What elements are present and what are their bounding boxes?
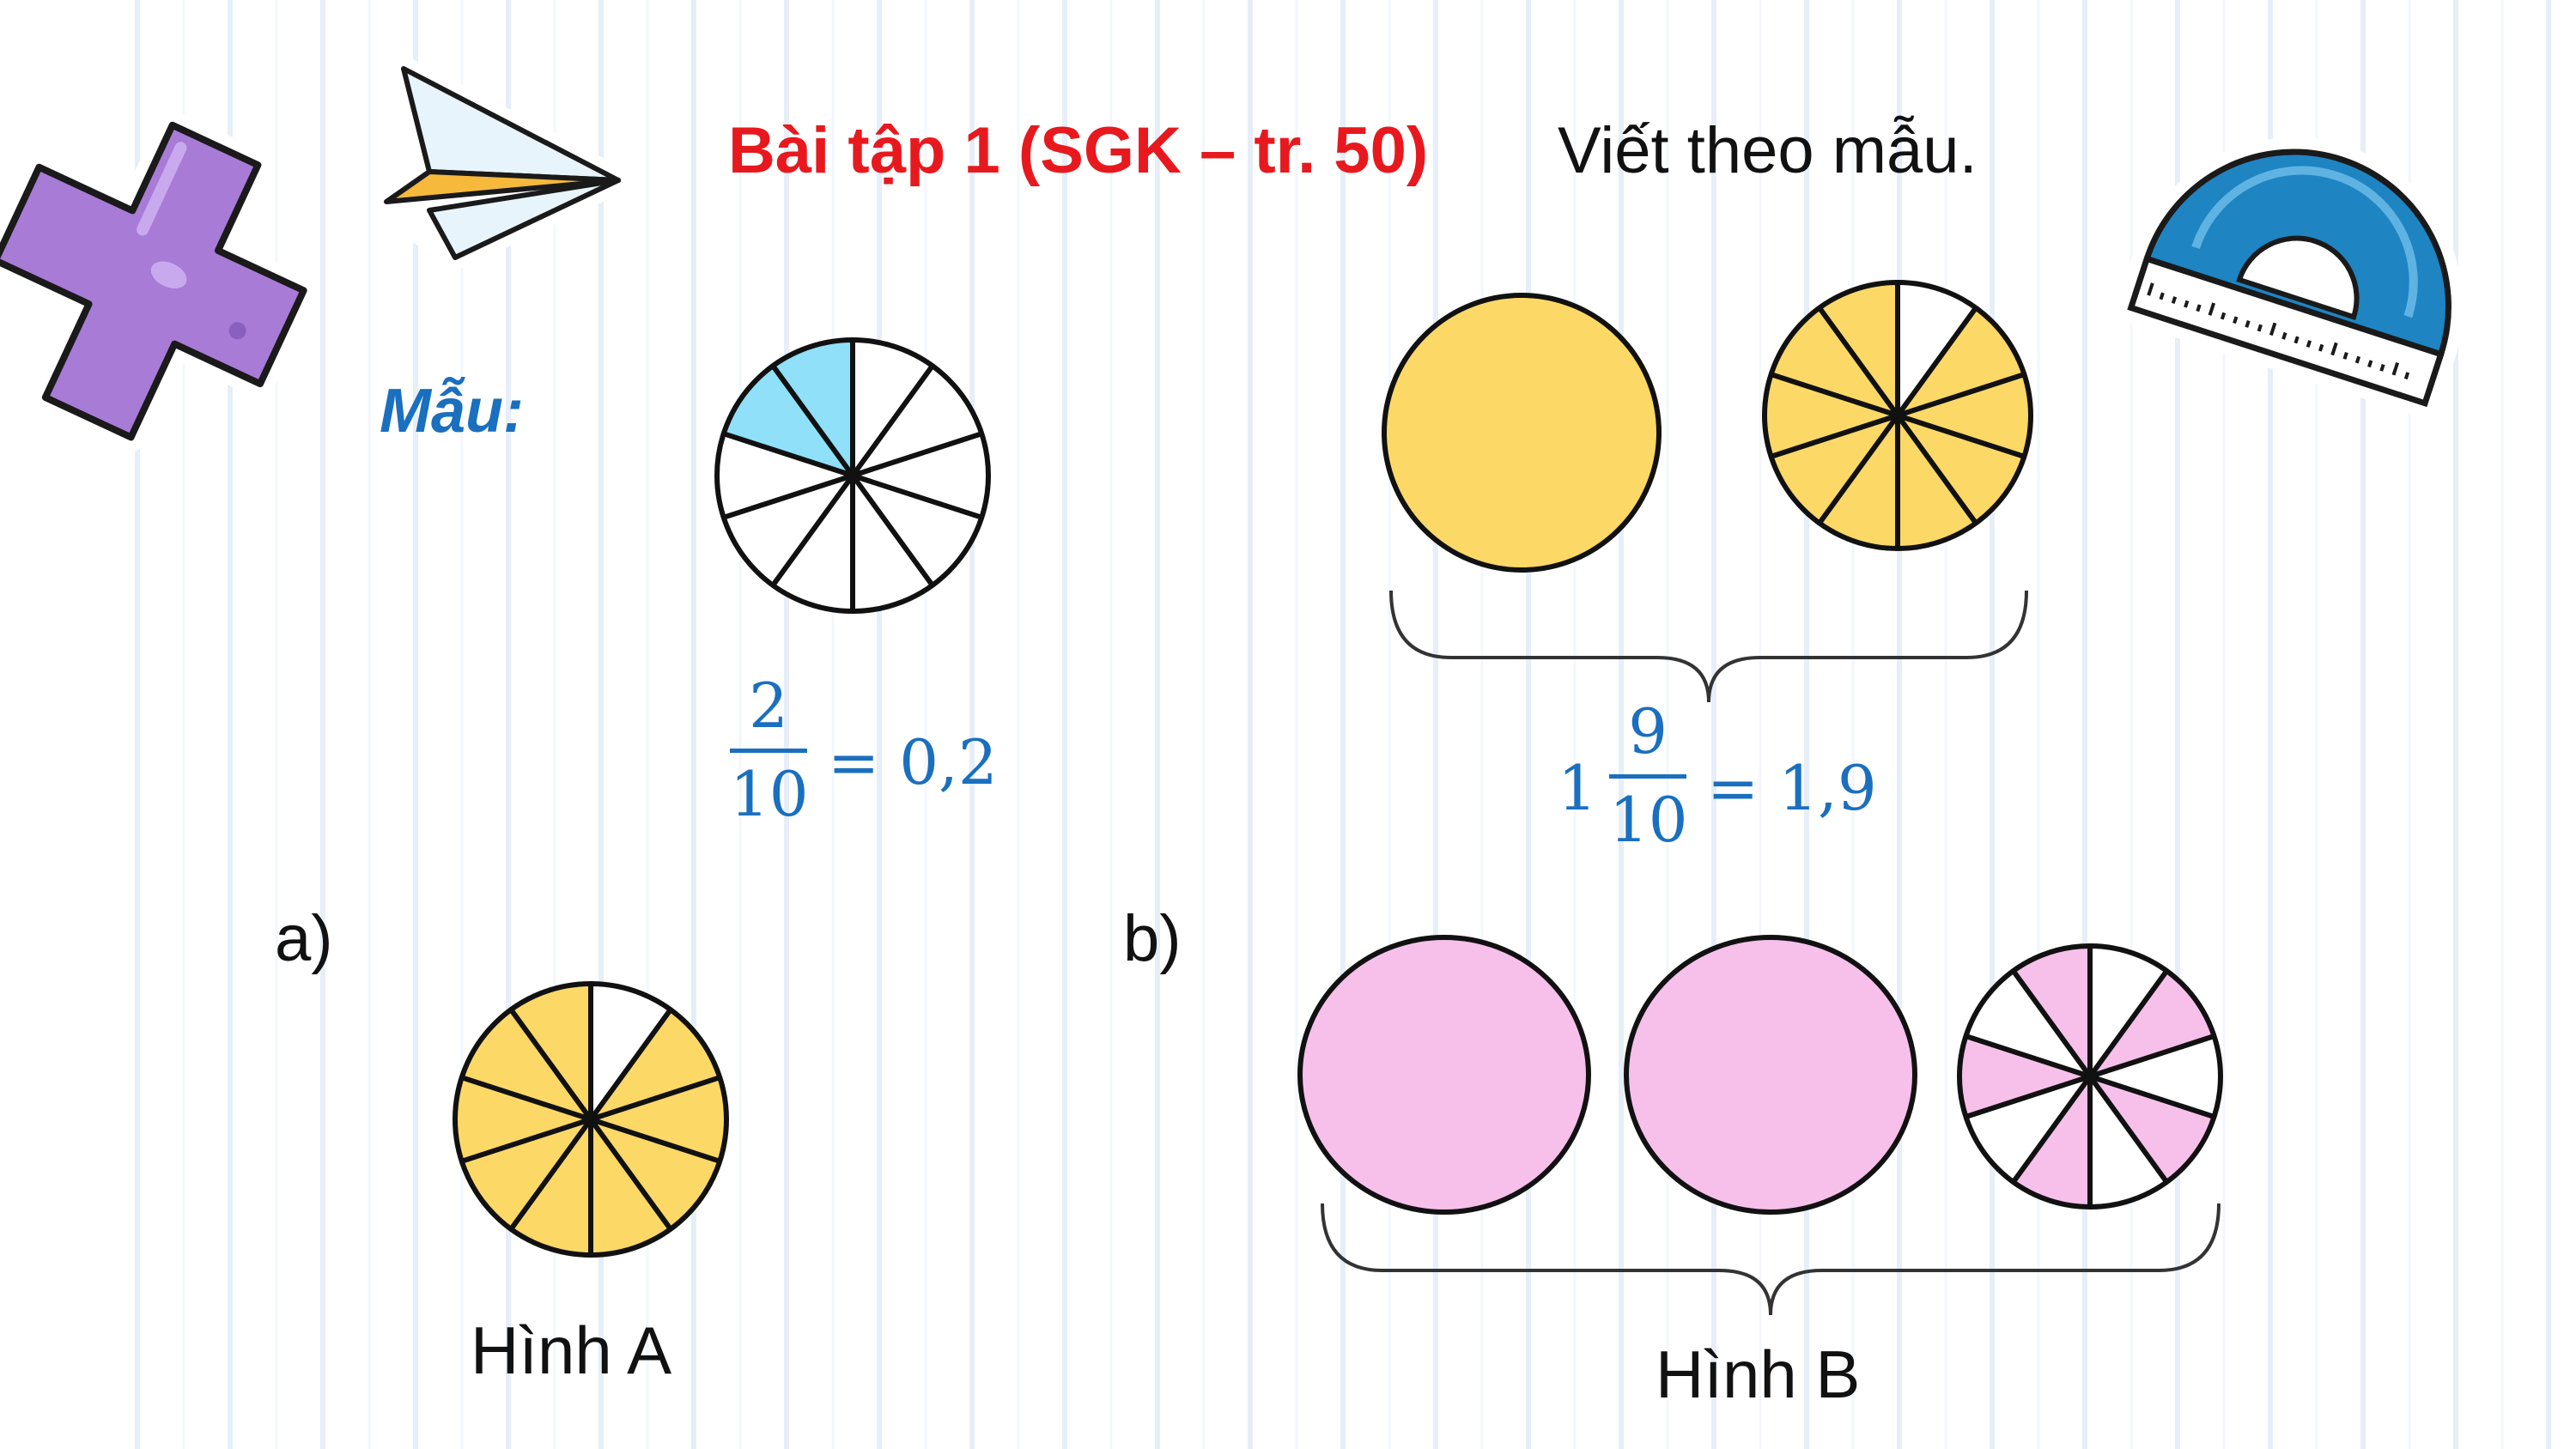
divider-line xyxy=(1897,413,2026,459)
divider-line xyxy=(2089,1074,2215,1119)
divider-line xyxy=(508,1008,593,1121)
divider-line xyxy=(1965,1074,2091,1119)
whole-yellow-circle xyxy=(1382,293,1662,573)
shaded-sector xyxy=(511,1119,591,1255)
divider-line xyxy=(722,431,854,478)
divider-line xyxy=(1817,306,1900,417)
shaded-sector xyxy=(591,1119,671,1255)
circle-outline xyxy=(714,337,991,614)
divider-line xyxy=(590,1075,721,1122)
shaded-sector xyxy=(723,366,853,476)
divider-line xyxy=(588,1008,673,1121)
divider-line xyxy=(770,474,855,587)
shaded-sector xyxy=(1898,374,2031,457)
sample-numerator: 2 xyxy=(749,670,788,742)
mixed-fraction: 9 10 xyxy=(1609,695,1688,856)
sample-denominator: 10 xyxy=(730,758,809,830)
divider-line xyxy=(1770,372,1899,418)
shaded-sector xyxy=(1898,415,2025,524)
divider-line xyxy=(1770,413,1899,459)
shaded-sector xyxy=(2090,1076,2215,1182)
shaded-sector xyxy=(1765,374,1898,457)
divider-line xyxy=(770,364,855,477)
mixed-whole-number: 1 xyxy=(1558,752,1597,824)
shaded-sector xyxy=(2013,946,2090,1076)
divider-line xyxy=(852,473,983,520)
shaded-sector xyxy=(591,1119,720,1229)
divider-line xyxy=(850,364,935,477)
divider-line xyxy=(852,431,983,478)
divider-line xyxy=(508,1118,593,1231)
divider-line xyxy=(460,1075,592,1122)
mixed-brace xyxy=(1389,590,2028,703)
fraction-bar xyxy=(1609,774,1686,779)
shaded-sector xyxy=(591,1009,720,1119)
shaded-sector xyxy=(1898,307,2025,415)
shaded-sector xyxy=(511,984,591,1119)
exercise-b-label: b) xyxy=(1123,902,1182,975)
divider-line xyxy=(1965,1034,2091,1079)
exercise-instruction: Viết theo mẫu. xyxy=(1558,114,1978,187)
divider-line xyxy=(722,473,854,520)
divider-line xyxy=(2087,1075,2169,1184)
whole-pink-circle-2 xyxy=(1624,935,1917,1215)
sample-label: Mẫu: xyxy=(380,377,524,446)
shaded-sector xyxy=(773,340,853,476)
exercise-a-label: a) xyxy=(275,902,333,975)
fraction-bar xyxy=(730,749,807,753)
shaded-sector xyxy=(2090,971,2215,1076)
shaded-sector xyxy=(1771,307,1898,415)
sample-decimal: = 0,2 xyxy=(828,726,998,798)
divider-line xyxy=(1817,414,1900,525)
mixed-denominator: 10 xyxy=(1609,784,1688,856)
divider-line xyxy=(2087,969,2169,1078)
shaded-sector xyxy=(461,1119,591,1229)
shaded-sector xyxy=(1819,282,1898,415)
figure-b-caption: Hình B xyxy=(1656,1337,1861,1412)
mixed-numerator: 9 xyxy=(1628,695,1668,767)
divider-line xyxy=(1895,306,1978,417)
divider-line xyxy=(2011,1075,2093,1184)
shaded-sector xyxy=(591,1077,726,1161)
figure-b-brace xyxy=(1321,1203,2221,1316)
divider-line xyxy=(590,1117,721,1164)
divider-line xyxy=(2089,1034,2215,1079)
mixed-divided-circle xyxy=(1762,280,2033,551)
shaded-sector xyxy=(1771,415,1898,524)
circle-outline xyxy=(453,981,729,1258)
mixed-decimal: = 1,9 xyxy=(1707,752,1877,824)
divider-line xyxy=(460,1117,592,1164)
shaded-sector xyxy=(1819,415,1898,549)
divider-line xyxy=(588,1118,673,1231)
divider-line xyxy=(1895,414,1978,525)
shaded-sector xyxy=(1898,415,1977,549)
circle-outline xyxy=(1957,943,2223,1210)
circle-outline xyxy=(1762,280,2033,551)
sample-divided-circle xyxy=(714,337,991,614)
figure-a-caption: Hình A xyxy=(471,1313,672,1388)
exercise-title: Bài tập 1 (SGK – tr. 50) xyxy=(728,114,1429,187)
divider-line xyxy=(1897,372,2026,418)
shaded-sector xyxy=(1959,1036,2090,1117)
divider-line xyxy=(850,474,935,587)
shaded-sector xyxy=(461,1009,591,1119)
figure-a-divided-circle xyxy=(453,981,729,1258)
shaded-sector xyxy=(2013,1076,2090,1207)
figure-b-divided-circle xyxy=(1957,943,2223,1210)
whole-pink-circle-1 xyxy=(1297,935,1591,1215)
divider-line xyxy=(2011,969,2093,1078)
sample-fraction: 2 10 xyxy=(730,670,809,830)
shaded-sector xyxy=(455,1077,591,1161)
